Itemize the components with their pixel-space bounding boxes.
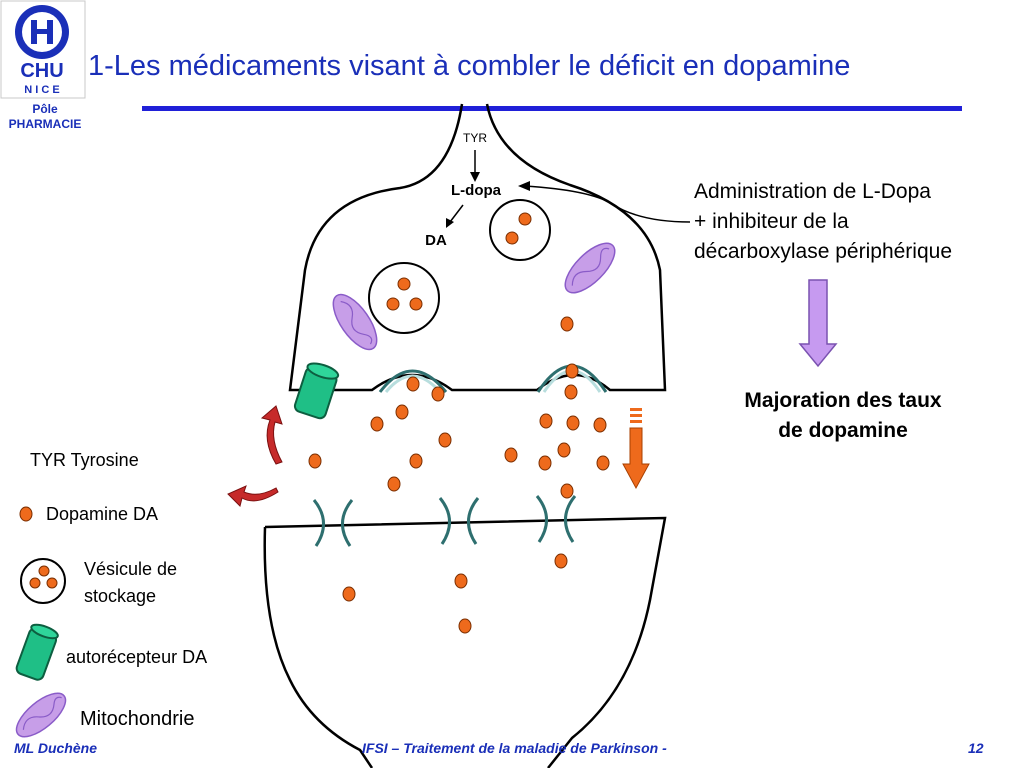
administration-line1: Administration de L-Dopa [694,180,931,203]
legend-dopamine-icon [19,506,33,522]
ldopa-label: L-dopa [451,182,502,199]
administration-pointer [523,185,691,223]
logo-brand: CHU [20,60,63,82]
pole-line1: Pôle [32,102,58,116]
legend-vesicle-line2: stockage [84,586,157,606]
page-number: 12 [968,740,984,756]
release-increase-arrow [622,408,650,490]
ldopa-to-da-arrow [449,204,464,223]
legend-mitochondria-icon [15,692,67,738]
administration-line2: + inhibiteur de la [694,210,849,233]
administration-line3: décarboxylase périphérique [694,240,952,263]
dopamine-molecules [308,316,610,634]
legend-vesicle: Vésicule de stockage [84,556,177,610]
storage-vesicle-small [489,199,551,261]
tyr-label: TYR [463,131,487,145]
reuptake-arrow-lower [227,485,279,507]
legend-autoreceptor-icon [15,623,59,681]
legend-tyr: TYR Tyrosine [30,450,139,470]
legend-dopamine: Dopamine DA [46,504,159,524]
legend-vesicle-line1: Vésicule de [84,559,178,579]
postsynaptic-receptor-1 [312,499,354,547]
page-title: 1-Les médicaments visant à combler le dé… [88,50,851,82]
administration-text: Administration de L-Dopa + inhibiteur de… [694,177,952,267]
mitochondria-left [332,293,378,351]
legend-mitochondria: Mitochondrie [80,708,195,730]
mitochondria-right [564,242,616,294]
result-line2: de dopamine [778,419,908,442]
result-text: Majoration des taux de dopamine [700,386,986,446]
postsynaptic-receptor-3 [535,495,577,543]
release-site-left [378,369,448,393]
pole-line2: PHARMACIE [8,117,82,131]
storage-vesicle-large [368,262,440,334]
increase-arrow [798,279,838,368]
result-line1: Majoration des taux [744,389,942,412]
legend-autoreceptor: autorécepteur DA [66,647,208,667]
postsynaptic-receptor-2 [438,497,480,545]
chu-logo: CHU N I C E [0,0,88,100]
da-label: DA [425,232,447,249]
pole-label: Pôle PHARMACIE [2,102,88,132]
legend-vesicle-icon [20,558,66,604]
autoreceptor [293,362,340,420]
logo-city: N I C E [24,84,59,96]
footer-author: ML Duchène [14,740,97,756]
reuptake-arrow-upper [260,405,283,465]
title-underline [142,106,962,111]
presynaptic-terminal [288,103,667,392]
footer-course-title: IFSI – Traitement de la maladie de Parki… [362,740,667,756]
postsynaptic-neuron [263,516,667,768]
